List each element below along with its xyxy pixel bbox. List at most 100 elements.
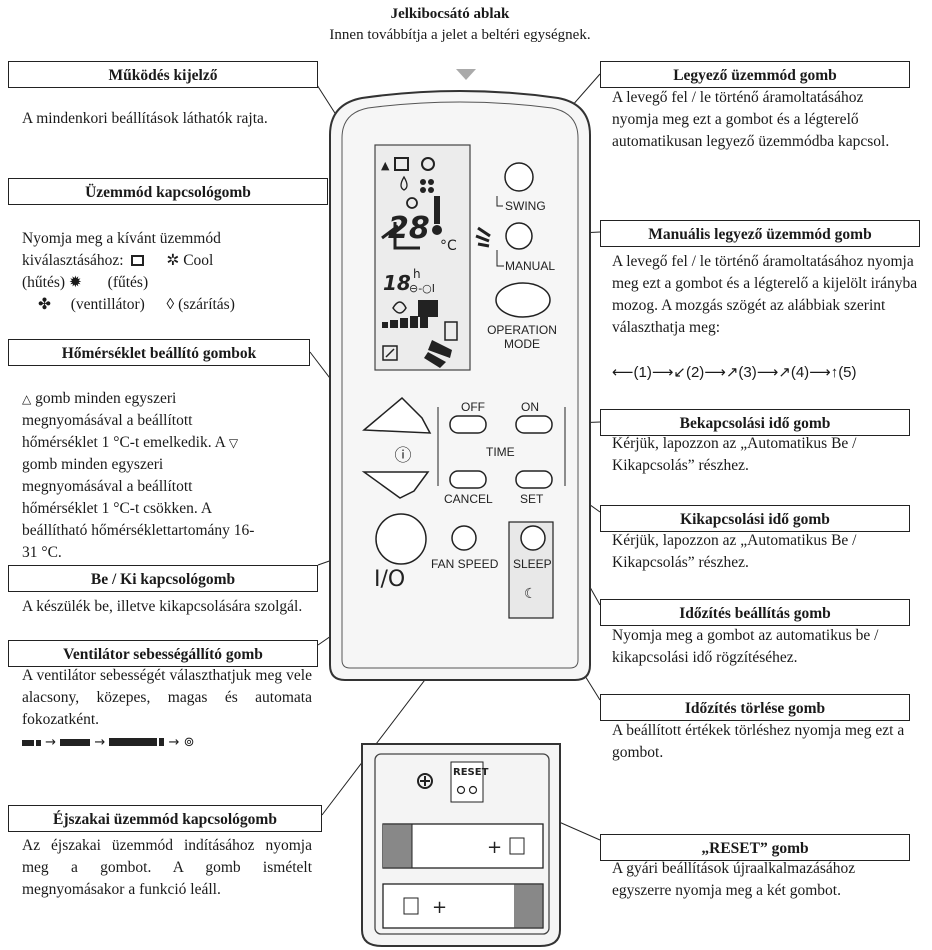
- fan-text: A ventilátor sebességét választhatjuk me…: [22, 667, 312, 728]
- temp-line3a: hőmérséklet 1 °C-t emelkedik. A: [22, 434, 225, 451]
- mode-title: Üzemmód kapcsológomb: [8, 178, 328, 205]
- auto-fan-icon: ⊚: [183, 735, 195, 750]
- operation-label: OPERATION: [487, 323, 557, 337]
- angle-1: (1): [633, 364, 652, 381]
- dry-icon: ◊: [166, 296, 175, 313]
- svg-text:+: +: [432, 897, 447, 918]
- up-triangle-icon: △: [22, 392, 32, 406]
- temp-line5: megnyomásával a beállított: [22, 478, 193, 495]
- sleep-text: Az éjszakai üzemmód indításához nyomja m…: [22, 837, 312, 898]
- mode-label: MODE: [504, 337, 540, 351]
- battery-compartment: + +: [361, 743, 561, 947]
- off-timer-text: Kérjük, lapozzon az „Automatikus Be / Ki…: [612, 532, 857, 571]
- set-timer-button[interactable]: [515, 470, 553, 489]
- temp-title: Hőmérséklet beállító gombok: [8, 339, 310, 366]
- on-label: ON: [521, 400, 539, 414]
- display-text: A mindenkori beállítások láthatók rajta.: [22, 110, 268, 127]
- set-text: Nyomja meg a gombot az automatikus be / …: [612, 627, 879, 666]
- lcd-display: ▲ 18 h ⊖-○I: [374, 144, 471, 371]
- svg-text:18: 18: [383, 271, 411, 295]
- on-timer-title: Bekapcsolási idő gomb: [600, 409, 910, 436]
- mode-line3b: (fűtés): [107, 274, 149, 291]
- svg-text:h: h: [413, 267, 421, 281]
- swing-button[interactable]: [504, 162, 534, 192]
- mode-line4a: (ventillátor): [70, 296, 145, 313]
- manual-label: MANUAL: [505, 259, 555, 273]
- sleep-label: SLEEP: [513, 557, 552, 571]
- sleep-title: Éjszakai üzemmód kapcsológomb: [8, 805, 322, 832]
- angle-4: (4): [790, 364, 810, 381]
- reset-screw-icon: [417, 773, 433, 789]
- time-label: TIME: [486, 445, 515, 459]
- reset-button-b[interactable]: [468, 785, 478, 795]
- on-timer-button[interactable]: [515, 415, 553, 434]
- manual-button[interactable]: [505, 222, 533, 250]
- on-timer-text: Kérjük, lapozzon az „Automatikus Be / Ki…: [612, 435, 857, 474]
- svg-text:⊖-○I: ⊖-○I: [409, 282, 435, 295]
- heat-icon: ✹: [68, 274, 82, 291]
- temp-text: △ gomb minden egyszeri megnyomásával a b…: [22, 388, 322, 564]
- fan-mode-icon: ✤: [38, 296, 51, 313]
- temp-up-button[interactable]: [362, 396, 432, 434]
- set-label: SET: [520, 492, 544, 506]
- reset-button-a[interactable]: [456, 785, 466, 795]
- down-triangle-icon: ▽: [228, 436, 239, 450]
- fan-speed-button[interactable]: [451, 525, 477, 551]
- cancel-timer-button[interactable]: [449, 470, 487, 489]
- lcd-unit: °C: [440, 238, 457, 254]
- header-title: Jelkibocsátó ablak: [390, 6, 510, 22]
- cancel-title: Időzítés törlése gomb: [600, 694, 910, 721]
- temp-line4: gomb minden egyszeri: [22, 456, 164, 473]
- temp-down-button[interactable]: [361, 471, 430, 499]
- auto-mode-icon: [131, 255, 145, 266]
- reset-title: „RESET” gomb: [600, 834, 910, 861]
- angle-2: (2): [685, 364, 705, 381]
- cool-icon: ✲: [166, 252, 180, 269]
- fan-speed-label: FAN SPEED: [431, 557, 499, 571]
- power-text: A készülék be, illetve kikapcsolására sz…: [22, 598, 303, 615]
- display-title: Működés kijelző: [8, 61, 318, 88]
- temp-line7: beállítható hőmérséklettartomány 16-: [22, 522, 255, 539]
- manual-title: Manuális legyező üzemmód gomb: [600, 220, 920, 247]
- fan-speed-sequence: → → → ⊚: [22, 735, 194, 750]
- mode-line4: ✤ (ventillátor) ◊ (szárítás): [22, 294, 322, 316]
- mode-line2b: Cool: [183, 252, 214, 269]
- cancel-text: A beállított értékek törléshez nyomja me…: [612, 722, 905, 761]
- temp-line1: △ gomb minden egyszeri: [22, 388, 322, 410]
- temp-line1b: gomb minden egyszeri: [35, 390, 177, 407]
- sleep-icon: ☾: [524, 586, 537, 602]
- off-timer-button[interactable]: [449, 415, 487, 434]
- off-label: OFF: [461, 400, 485, 414]
- mode-text: Nyomja meg a kívánt üzemmód kiválasztásá…: [22, 228, 322, 316]
- swing-text: A levegő fel / le történő áramoltatásáho…: [612, 89, 890, 150]
- fan-title: Ventilátor sebességállító gomb: [8, 640, 318, 667]
- mode-line3: (hűtés) ✹ (fűtés): [22, 272, 322, 294]
- cancel-label: CANCEL: [444, 492, 493, 506]
- angle-5: (5): [838, 364, 857, 381]
- temp-line2: megnyomásával a beállított: [22, 412, 193, 429]
- temp-line8: 31 °C.: [22, 544, 62, 561]
- angle-3: (3): [738, 364, 757, 381]
- manual-text: A levegő fel / le történő áramoltatásáho…: [612, 253, 918, 336]
- mode-line2: kiválasztásához: ✲ Cool: [22, 250, 322, 272]
- svg-text:+: +: [487, 837, 502, 858]
- swing-title: Legyező üzemmód gomb: [600, 61, 910, 88]
- operation-mode-button[interactable]: [495, 282, 551, 318]
- reset-label: RESET: [453, 767, 489, 778]
- signal-arrow: [456, 69, 476, 80]
- lcd-temp: 28: [388, 211, 430, 246]
- info-icon: ⓘ: [395, 446, 412, 466]
- temp-line6: hőmérséklet 1 °C-t csökken. A: [22, 500, 213, 517]
- swing-angle-sequence: ⟵(1)⟶↙(2)⟶↗(3)⟶↗(4)⟶↑(5): [612, 364, 857, 381]
- mode-line2a: kiválasztásához:: [22, 252, 124, 269]
- temp-line3: hőmérséklet 1 °C-t emelkedik. A ▽: [22, 432, 322, 454]
- swing-label: SWING: [505, 199, 546, 213]
- power-button[interactable]: [375, 513, 427, 565]
- reset-text: A gyári beállítások újraalkalmazásához e…: [612, 860, 856, 899]
- mode-line3a: (hűtés): [22, 274, 66, 291]
- set-title: Időzítés beállítás gomb: [600, 599, 910, 626]
- header-subtitle: Innen továbbítja a jelet a beltéri egysé…: [329, 27, 591, 43]
- sleep-button[interactable]: [520, 525, 546, 551]
- mode-line4b: (szárítás): [178, 296, 235, 313]
